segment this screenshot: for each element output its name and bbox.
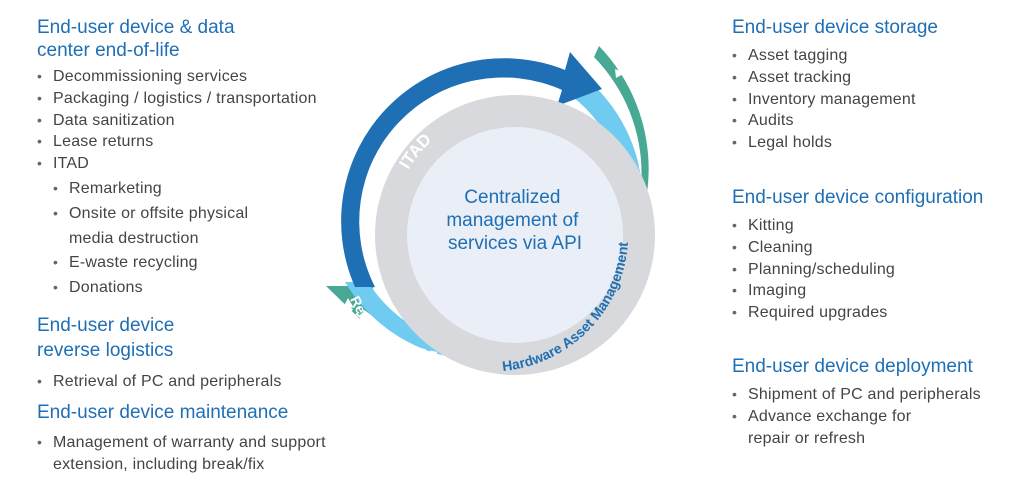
- sub-item-text: Donations: [69, 279, 143, 297]
- list-item: ITAD: [37, 153, 367, 175]
- deployment-list: Shipment of PC and peripherals Advance e…: [732, 384, 1028, 449]
- heading-storage: End-user device storage: [732, 17, 938, 38]
- dash-arrow-icon: [506, 404, 515, 412]
- list-item: Imaging: [732, 280, 1028, 302]
- list-item-text: Management of warranty and support: [53, 434, 326, 451]
- list-item: Shipment of PC and peripherals: [732, 384, 1028, 406]
- sub-list-item: Donations: [53, 277, 367, 299]
- center-title-line: management of: [446, 210, 579, 231]
- list-item: Packaging / logistics / transportation: [37, 88, 367, 110]
- center-disk: [407, 127, 623, 343]
- dash-arrow-icon: [344, 298, 354, 308]
- maintenance-list: Management of warranty and support exten…: [37, 432, 377, 476]
- list-item: Audits: [732, 110, 1022, 132]
- configuration-list: Kitting Cleaning Planning/scheduling Ima…: [732, 215, 1028, 324]
- list-item: Asset tagging: [732, 45, 1022, 67]
- list-item: Cleaning: [732, 237, 1028, 259]
- dash-arrow-icon: [673, 201, 681, 211]
- list-item: Retrieval of PC and peripherals: [37, 371, 367, 393]
- heading-line-1: End-user device: [37, 315, 175, 336]
- section-reverse-logistics: End-user device reverse logistics Retrie…: [37, 313, 367, 393]
- end-of-life-list: Decommissioning services Packaging / log…: [37, 66, 367, 299]
- center-title: Centralized management of services via A…: [446, 187, 583, 254]
- section-deployment: End-user device deployment Shipment of P…: [732, 355, 1028, 449]
- list-item: Management of warranty and support exten…: [37, 432, 377, 476]
- list-item: Advance exchange for repair or refresh: [732, 406, 1028, 450]
- list-item: Lease returns: [37, 131, 367, 153]
- sub-item-text: Onsite or offsite physical: [69, 204, 249, 222]
- list-item-text: Advance exchange for: [748, 407, 912, 425]
- reverse-logistics-list: Retrieval of PC and peripherals: [37, 371, 367, 393]
- list-item: Inventory management: [732, 89, 1022, 111]
- heading-line-1: End-user device & data: [37, 17, 235, 38]
- heading-line-2: center end-of-life: [37, 40, 180, 61]
- lifecycle-svg: ITAD Hardware Asset Management Redeploym…: [326, 46, 682, 412]
- center-title-line: Centralized: [464, 187, 560, 208]
- heading-configuration: End-user device configuration: [732, 187, 984, 208]
- section-maintenance: End-user device maintenance Management o…: [37, 401, 377, 476]
- section-end-of-life: End-user device & data center end-of-lif…: [37, 16, 367, 299]
- heading-deployment: End-user device deployment: [732, 356, 973, 377]
- list-item: Decommissioning services: [37, 66, 367, 88]
- list-item-text: extension, including break/fix: [53, 455, 265, 473]
- dash-arrow-icon: [615, 69, 625, 78]
- section-storage: End-user device storage Asset tagging As…: [732, 16, 1022, 154]
- heading-end-of-life: End-user device & data center end-of-lif…: [37, 16, 367, 62]
- heading-reverse-logistics: End-user device reverse logistics: [37, 313, 367, 363]
- list-item: Planning/scheduling: [732, 259, 1028, 281]
- sub-list-item: Onsite or offsite physical media destruc…: [53, 203, 367, 250]
- sub-item-text: media destruction: [69, 229, 199, 247]
- list-item: Asset tracking: [732, 67, 1022, 89]
- dash-arrow-icon: [674, 303, 682, 314]
- sub-list-item: Remarketing: [53, 178, 367, 200]
- list-item-text: repair or refresh: [748, 429, 866, 447]
- list-item: Required upgrades: [732, 302, 1028, 324]
- list-item: Legal holds: [732, 132, 1022, 154]
- list-item: Data sanitization: [37, 110, 367, 132]
- section-configuration: End-user device configuration Kitting Cl…: [732, 186, 1028, 324]
- storage-list: Asset tagging Asset tracking Inventory m…: [732, 45, 1022, 154]
- sub-list-item: E-waste recycling: [53, 252, 367, 274]
- sub-item-text: E-waste recycling: [69, 254, 198, 272]
- lifecycle-diagram: ITAD Hardware Asset Management Redeploym…: [320, 40, 710, 430]
- heading-line-2: reverse logistics: [37, 340, 174, 361]
- heading-maintenance: End-user device maintenance: [37, 402, 289, 423]
- itad-arc: [341, 52, 602, 287]
- center-title-line: services via API: [448, 233, 582, 254]
- list-item: Kitting: [732, 215, 1028, 237]
- sub-item-text: Remarketing: [69, 179, 162, 197]
